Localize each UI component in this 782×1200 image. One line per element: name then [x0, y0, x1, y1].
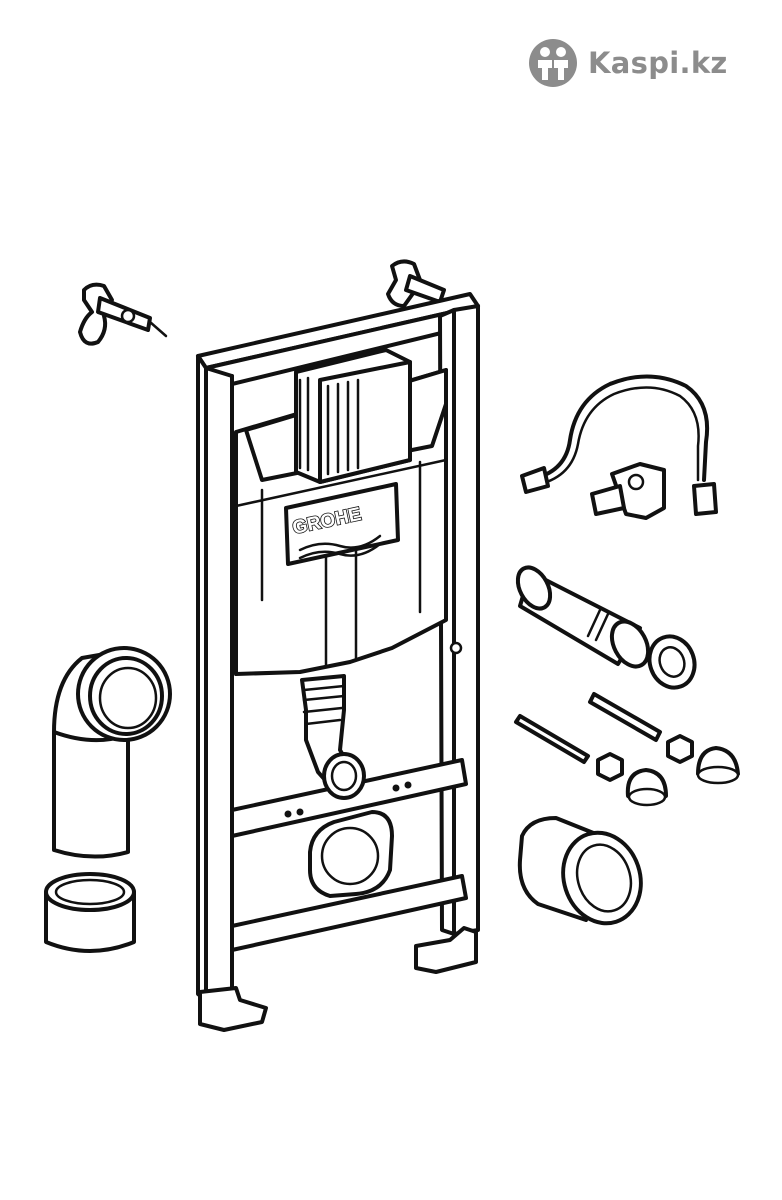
wall-bracket-right	[386, 259, 446, 308]
brand-plate: GROHE	[284, 482, 400, 566]
angle-valve	[590, 462, 666, 520]
flush-pipe	[300, 674, 366, 800]
wall-bracket-left	[78, 282, 168, 346]
sealing-ring	[647, 634, 697, 690]
installation-frame	[196, 292, 480, 1032]
drain-elbow	[52, 646, 172, 859]
mounting-bolts	[514, 692, 662, 764]
flush-hose	[520, 374, 718, 516]
kaspi-watermark: Kaspi.kz	[528, 38, 728, 88]
bolt-caps	[625, 746, 740, 807]
nuts	[596, 734, 694, 782]
kaspi-label: Kaspi.kz	[588, 46, 728, 80]
flush-actuator-block	[294, 348, 412, 484]
pipe-sleeve-short	[44, 872, 136, 953]
kaspi-logo-icon	[529, 39, 577, 87]
drain-cutout	[308, 810, 394, 898]
pipe-sleeve-long	[515, 565, 651, 669]
connector-sleeve	[517, 816, 643, 926]
